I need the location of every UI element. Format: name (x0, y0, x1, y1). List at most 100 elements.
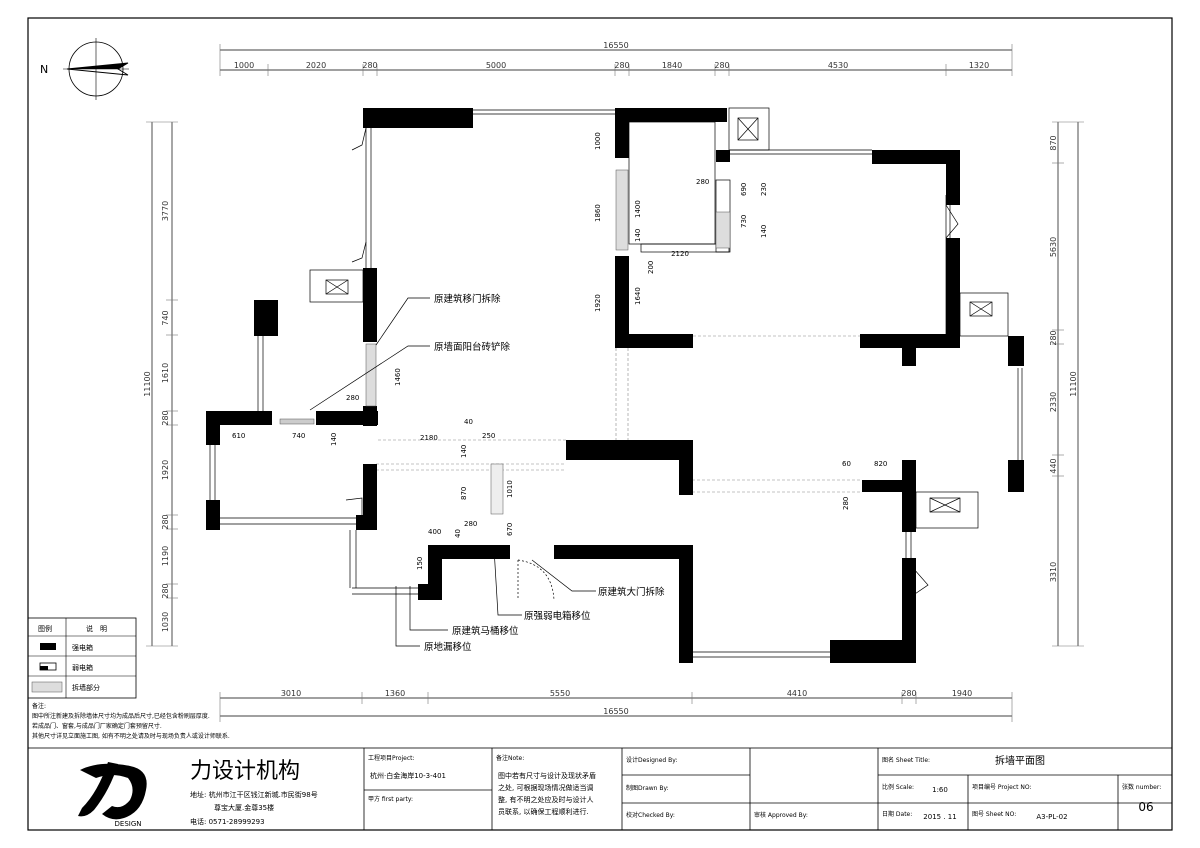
dim-right-total: 11100 (1069, 371, 1078, 396)
dim-inner-30: 820 (874, 460, 887, 468)
dim-inner-14: 280 (346, 394, 359, 402)
dim-top-2: 2020 (306, 61, 326, 70)
dim-left-5: 1920 (161, 460, 170, 480)
company-address: 地址: 杭州市江干区钱江新城.市民街98号 (190, 790, 318, 799)
bottom-dimensions (219, 692, 1013, 722)
note-line-2: 之处, 可根据现场情况做适当调 (498, 783, 593, 792)
dim-inner-20: 250 (482, 432, 495, 440)
scale-label: 比例 Scale: (882, 783, 914, 791)
annotation-sliding-door: 原建筑移门拆除 (434, 293, 501, 305)
sheet-no-label: 图号 Sheet NO: (972, 811, 1016, 818)
dim-left-8: 280 (161, 583, 170, 598)
date-value: 2015 . 11 (923, 813, 956, 821)
project-value: 杭州·白金海岸10-3-401 (370, 771, 446, 780)
dim-inner-5: 200 (647, 261, 655, 274)
dim-inner-7: 2120 (671, 250, 689, 258)
dim-left-2: 740 (161, 310, 170, 325)
sheets-value: 06 (1138, 800, 1153, 814)
dim-left-1: 3770 (161, 201, 170, 221)
dim-top-total: 16550 (603, 41, 628, 50)
dim-left-4: 280 (161, 410, 170, 425)
dim-inner-1: 1860 (594, 204, 602, 222)
dim-top-1: 1000 (234, 61, 254, 70)
annotation-balcony-brick: 原墙面阳台砖铲除 (434, 341, 511, 353)
ac-unit-icons (309, 107, 1009, 529)
door-swing-icons (345, 127, 959, 601)
legend-row-demolish: 拆墙部分 (72, 683, 100, 692)
dim-top-7: 280 (714, 61, 729, 70)
demolished-wall-outlines (376, 335, 860, 493)
legend-header-symbol: 图例 (38, 624, 52, 633)
annotation-main-door: 原建筑大门拆除 (598, 586, 665, 598)
dim-bottom-6: 1940 (952, 689, 972, 698)
dim-bottom-2: 1360 (385, 689, 405, 698)
legend-row-strong: 强电箱 (72, 643, 93, 652)
approved-label: 审核 Approved By: (754, 811, 808, 819)
dim-bottom-total: 16550 (603, 707, 628, 716)
title-block (27, 747, 1173, 831)
dim-top-3: 280 (362, 61, 377, 70)
notes-line-1: 图中所注新建及拆除墙体尺寸均为成品后尺寸,已经包含粉刷层厚度. (32, 712, 210, 720)
company-name: 力设计机构 (190, 759, 300, 784)
north-label: N (40, 63, 48, 76)
dim-top-6: 1840 (662, 61, 682, 70)
dim-bottom-1: 3010 (281, 689, 301, 698)
sheet-title: 拆墙平面图 (995, 754, 1045, 767)
dim-inner-31: 280 (842, 497, 850, 510)
party-label: 甲方 first party: (368, 795, 413, 803)
dim-inner-16: 740 (292, 432, 305, 440)
logo-sub-text: DESIGN (115, 820, 142, 828)
scale-value: 1:60 (932, 786, 948, 794)
dim-inner-19: 40 (464, 418, 473, 426)
dim-inner-12: 140 (760, 225, 768, 238)
note-line-3: 整, 有不明之处应及时与设计人 (498, 795, 593, 804)
left-dimensions (146, 121, 178, 647)
utility-room-outline (628, 121, 731, 253)
dim-bottom-5: 280 (901, 689, 916, 698)
date-label: 日期 Date: (882, 810, 912, 818)
dim-bottom-3: 5550 (550, 689, 570, 698)
company-address-2: 尊宝大厦.金尊35楼 (214, 803, 274, 812)
dim-inner-23: 1010 (506, 480, 514, 498)
dim-top-9: 1320 (969, 61, 989, 70)
dim-inner-29: 60 (842, 460, 851, 468)
legend-table (27, 617, 137, 699)
project-label: 工程项目Project: (368, 754, 415, 762)
dim-inner-13: 1460 (394, 368, 402, 386)
dim-inner-4: 140 (634, 229, 642, 242)
dim-inner-25: 670 (506, 523, 514, 536)
dim-left-9: 1030 (161, 612, 170, 632)
dim-inner-18: 2180 (420, 434, 438, 442)
legend-row-weak: 弱电箱 (72, 663, 93, 672)
dim-bottom-4: 4410 (787, 689, 807, 698)
dim-inner-17: 140 (330, 433, 338, 446)
dim-inner-28: 150 (416, 557, 424, 570)
dim-top-5: 280 (614, 61, 629, 70)
dim-right-2: 5630 (1049, 237, 1058, 257)
dim-inner-24: 280 (464, 520, 477, 528)
dim-inner-15: 610 (232, 432, 245, 440)
dim-inner-6: 1640 (634, 287, 642, 305)
dim-left-3: 1610 (161, 363, 170, 383)
strong-box-icon (40, 643, 56, 650)
sheet-title-label: 图名 Sheet Title: (882, 756, 930, 764)
dim-inner-26: 400 (428, 528, 441, 536)
note-line-4: 员联系, 以确保工程顺利进行. (498, 807, 589, 816)
dim-right-6: 3310 (1049, 562, 1058, 582)
annotation-leaders (309, 297, 596, 647)
dim-right-4: 2330 (1049, 392, 1058, 412)
notes-title: 备注: (32, 702, 46, 710)
project-no-label: 项目编号 Project NO: (972, 783, 1031, 791)
walls (206, 108, 1024, 663)
drawn-label: 制图Drawn By: (626, 784, 669, 792)
north-arrow-icon (63, 38, 129, 100)
dim-left-6: 280 (161, 514, 170, 529)
dim-right-3: 280 (1049, 330, 1058, 345)
right-dimensions (1052, 121, 1084, 647)
checked-label: 校对Checked By: (626, 811, 675, 819)
thin-outlines (209, 109, 1023, 658)
note-label: 备注Note: (496, 754, 524, 762)
dim-left-7: 1190 (161, 546, 170, 566)
dim-right-5: 440 (1049, 458, 1058, 473)
